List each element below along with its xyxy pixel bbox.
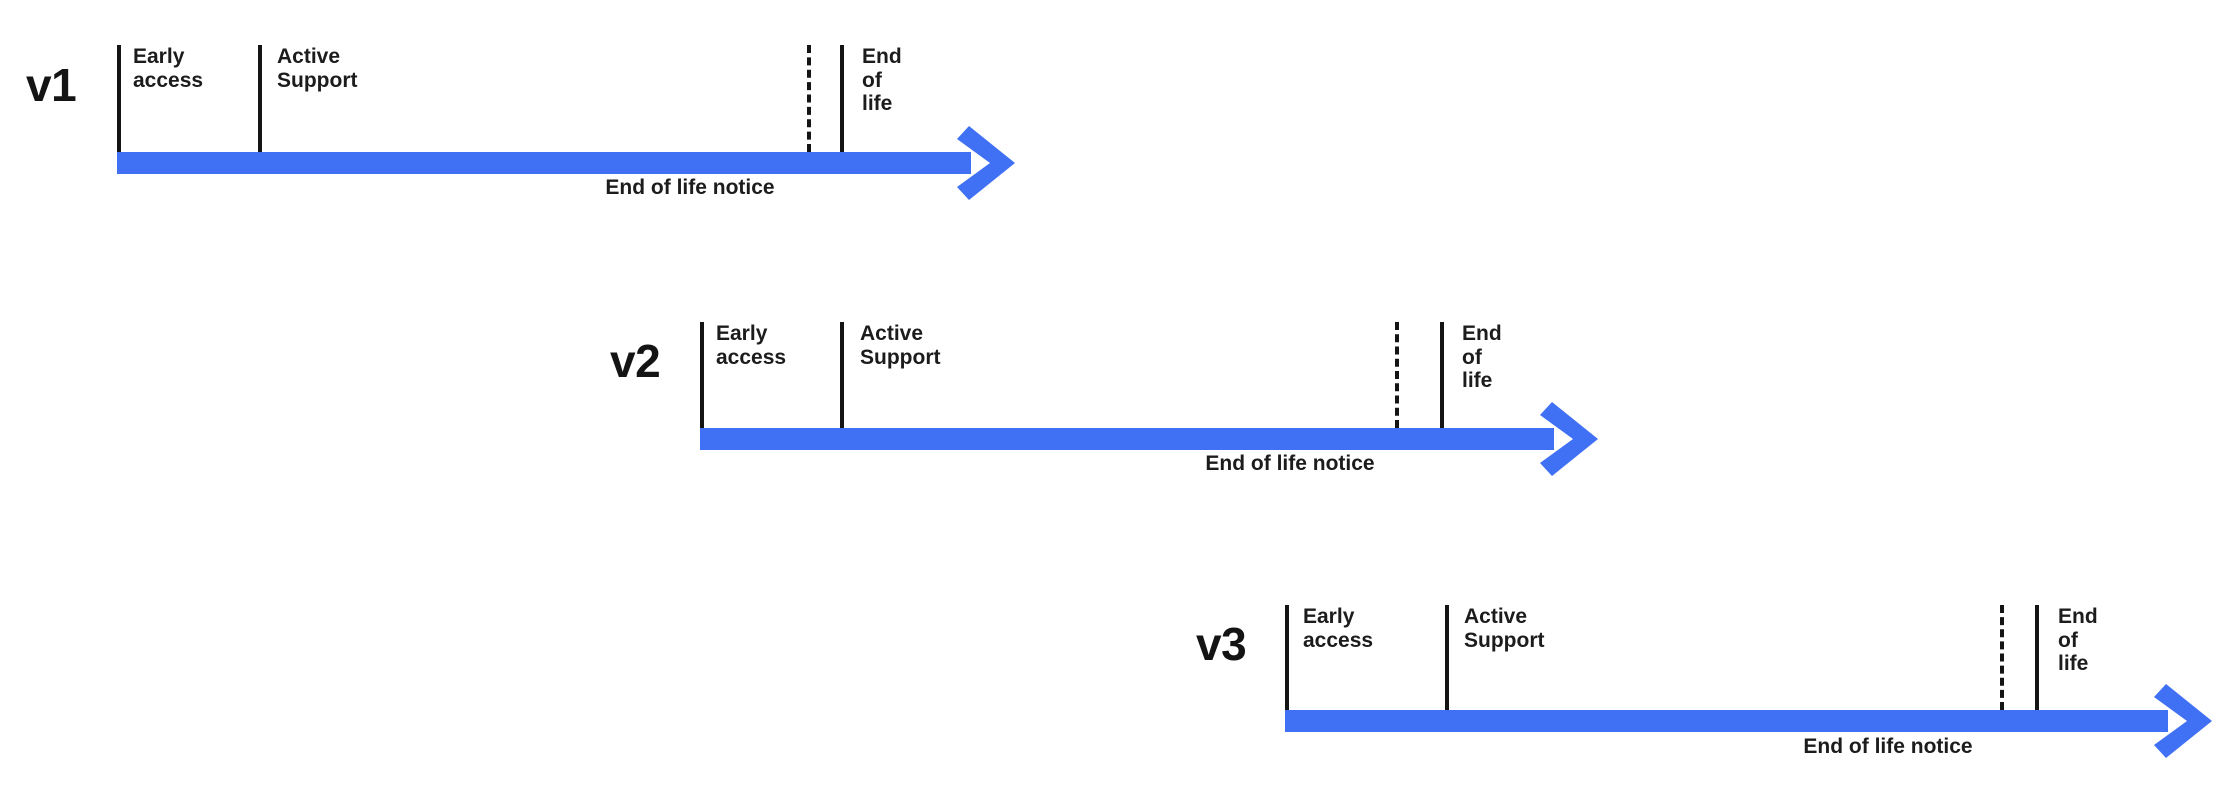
timeline-bar-line [117, 152, 971, 174]
phase-divider [840, 45, 844, 152]
phase-divider [117, 45, 121, 152]
eol-notice-divider [2000, 605, 2004, 710]
timeline-arrow-head-icon [957, 126, 1015, 200]
phase-divider [1285, 605, 1289, 710]
phase-divider [700, 322, 704, 428]
phase-label-active-support: Active Support [277, 45, 358, 92]
version-label-v1: v1 [26, 59, 77, 111]
phase-label-end-of-life: End of life [862, 45, 902, 116]
version-label-v3: v3 [1196, 618, 1247, 670]
phase-divider [2035, 605, 2039, 710]
timeline-arrow-head-icon [1540, 402, 1598, 476]
timeline-bar [117, 126, 1015, 200]
timeline-bar-line [700, 428, 1554, 450]
eol-notice-divider [807, 45, 811, 152]
phase-label-end-of-life: End of life [1462, 322, 1502, 393]
phase-divider [258, 45, 262, 152]
timeline-arrow-head-icon [2154, 684, 2212, 758]
end-of-life-notice-label: End of life notice [1205, 452, 1375, 475]
phase-label-end-of-life: End of life [2058, 605, 2098, 676]
timeline-bar-line [1285, 710, 2168, 732]
phase-label-early-access: Early access [133, 45, 204, 92]
version-label-v2: v2 [610, 335, 661, 387]
phase-divider [1445, 605, 1449, 710]
phase-divider [840, 322, 844, 428]
phase-label-early-access: Early access [1303, 605, 1374, 652]
eol-notice-divider [1395, 322, 1399, 428]
phase-label-active-support: Active Support [860, 322, 941, 369]
phase-label-active-support: Active Support [1464, 605, 1545, 652]
end-of-life-notice-label: End of life notice [605, 176, 775, 199]
phase-label-early-access: Early access [716, 322, 787, 369]
timeline-bar [700, 402, 1598, 476]
timeline-bar [1285, 684, 2212, 758]
end-of-life-notice-label: End of life notice [1803, 735, 1973, 758]
phase-divider [1440, 322, 1444, 428]
